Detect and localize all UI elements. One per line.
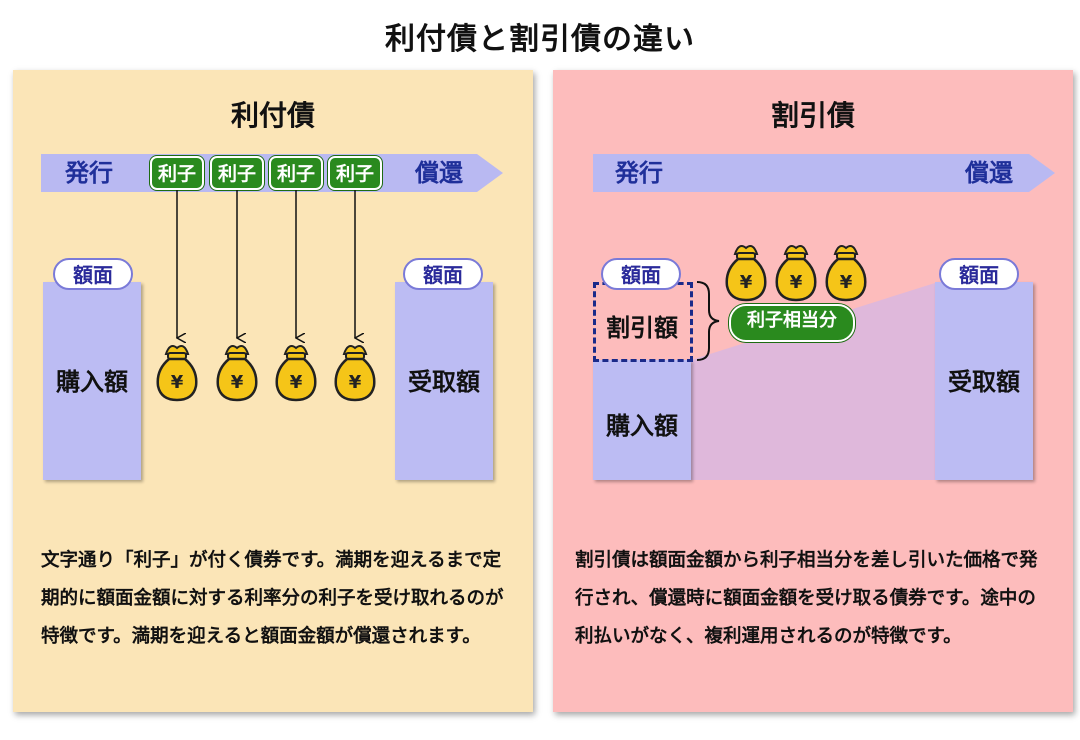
interest-equivalent-label: 利子相当分 — [729, 304, 855, 342]
discount-bond-description: 割引債は額面金額から利子相当分を差し引いた価格で発行され、償還時に額面金額を受け… — [575, 550, 1038, 647]
coin-bag-4 — [330, 340, 380, 406]
coupon-bond-heading: 利付債 — [230, 99, 315, 132]
diagram-title: 利付債と割引債の違い — [385, 22, 695, 57]
face-value-label-right: 額面 — [403, 258, 483, 290]
face-value-label-left: 額面 — [601, 258, 681, 290]
coupon-bond-panel: 利付債 発行 償還 利子 利子 利子 利子 額面 購入額 額面 受取額 — [13, 70, 533, 712]
interest-tag-2: 利子 — [210, 156, 264, 190]
money-bag-icon — [275, 344, 317, 402]
purchase-amount-label: 購入額 — [56, 368, 128, 396]
coin-bag-1 — [152, 340, 202, 406]
receive-amount-label: 受取額 — [948, 368, 1020, 396]
receive-bar — [935, 282, 1033, 480]
purchase-bar — [593, 360, 691, 480]
timeline-arrow-shape — [593, 154, 1055, 192]
coin-bag-3 — [821, 240, 871, 306]
face-value-label-right: 額面 — [939, 258, 1019, 290]
money-bag-icon — [775, 244, 817, 302]
coupon-bond-description: 文字通り「利子」が付く債券です。満期を迎えるまで定期的に額面金額に対する利率分の… — [41, 550, 504, 647]
purchase-amount-label: 購入額 — [606, 412, 678, 440]
issue-label: 発行 — [65, 159, 113, 187]
discount-timeline-arrow: 発行 償還 — [593, 154, 1055, 192]
coin-bag-2 — [212, 340, 262, 406]
receive-amount-label: 受取額 — [408, 368, 480, 396]
money-bag-icon — [334, 344, 376, 402]
money-bag-icon — [825, 244, 867, 302]
receive-bar — [395, 282, 493, 480]
money-bag-icon — [156, 344, 198, 402]
money-bag-icon — [725, 244, 767, 302]
interest-tag-1: 利子 — [150, 156, 204, 190]
growth-area — [691, 283, 935, 480]
discount-bond-panel: 割引債 発行 償還 購入額 割引額 額面 額面 受取額 利子相当分 割引債は額面… — [553, 70, 1073, 712]
interest-tag-4: 利子 — [328, 156, 382, 190]
coin-bag-2 — [771, 240, 821, 306]
interest-arrows — [13, 190, 533, 400]
coin-bag-1 — [721, 240, 771, 306]
redeem-label: 償還 — [415, 159, 463, 187]
coin-bag-3 — [271, 340, 321, 406]
issue-label: 発行 — [615, 159, 663, 187]
discount-amount-label: 割引額 — [606, 314, 678, 342]
redeem-label: 償還 — [965, 159, 1013, 187]
purchase-bar — [43, 282, 141, 480]
money-bag-icon — [216, 344, 258, 402]
interest-tag-3: 利子 — [269, 156, 323, 190]
brace-icon — [696, 281, 720, 361]
face-value-label-left: 額面 — [53, 258, 133, 290]
discount-bond-heading: 割引債 — [770, 99, 855, 132]
